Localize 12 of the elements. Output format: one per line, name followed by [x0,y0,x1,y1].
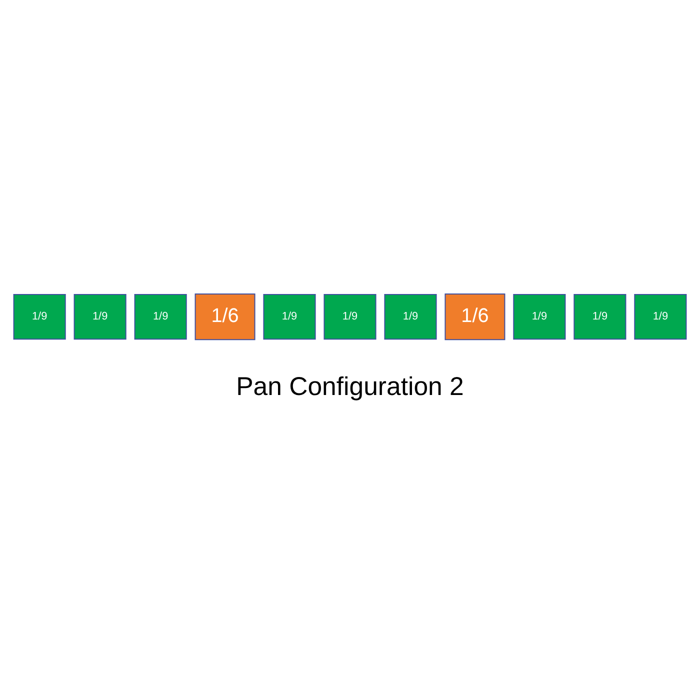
node-box: 1/9 [574,293,626,340]
node-box: 1/6 [194,292,256,340]
node-box: 1/9 [513,293,566,340]
node-box: 1/9 [634,293,687,340]
caption: Pan Configuration 2 [236,372,464,400]
node-box: 1/9 [13,293,66,340]
node-box: 1/9 [384,293,437,340]
node-box: 1/9 [263,293,316,340]
node-box: 1/9 [134,293,187,340]
node-box: 1/6 [444,292,506,340]
node-box: 1/9 [324,293,376,340]
node-box: 1/9 [74,293,126,340]
